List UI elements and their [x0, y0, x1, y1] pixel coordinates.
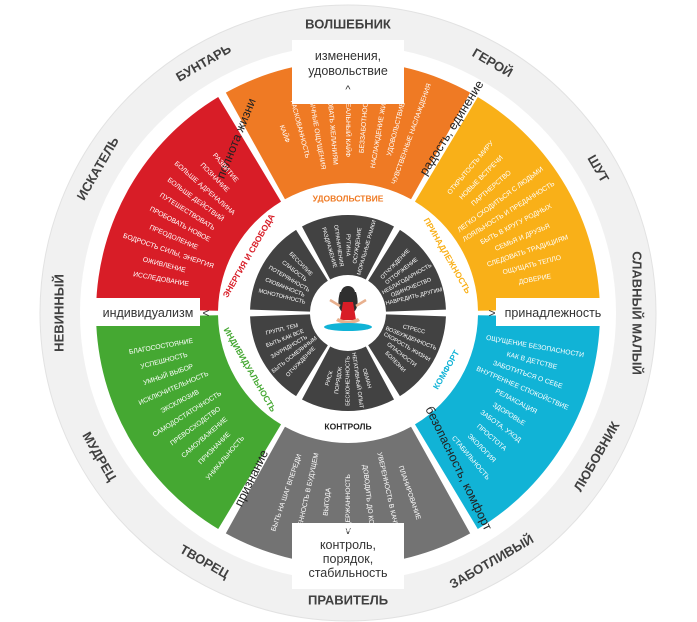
inner-item-orange: ОГРАНИЧЕНИЯ [332, 224, 344, 267]
sector-title-orange: УДОВОЛЬСТВИЕ [313, 193, 384, 203]
band-bottom [292, 523, 404, 589]
sector-energy-freedom [96, 96, 282, 311]
band-top [292, 40, 404, 104]
inner-item-orange: РУТИНА [345, 234, 351, 257]
arrow-down-icon: v [345, 525, 351, 537]
axis-label-right: > принадлежность [488, 306, 601, 320]
inner-item-grey: РИСК [325, 370, 335, 387]
band-right [496, 298, 614, 326]
band-left [82, 298, 200, 326]
arrow-up-icon: ^ [345, 84, 351, 96]
svg-text:индивидуализм: индивидуализм [103, 306, 194, 320]
inner-sector-orange [301, 215, 395, 280]
axis-label-bottom: v контроль, порядок, стабильность [308, 525, 387, 580]
sector-belonging [414, 96, 600, 311]
list-item-grey: СДЕРЖАННОСТЬ [345, 474, 352, 532]
inner-item-grey: ПОРЯДОК [334, 366, 344, 395]
arrow-right-icon: > [488, 306, 495, 320]
svg-text:принадлежность: принадлежность [505, 306, 602, 320]
inner-item-grey: БЕСКОНЕЧНОСТЬ [345, 356, 351, 406]
axis-label-left: индивидуализм < [103, 306, 210, 320]
inner-item-blue: СТРЕСС [402, 324, 426, 335]
inner-sector-grey [301, 346, 395, 412]
sector-pleasure [225, 60, 471, 200]
svg-text:порядок,: порядок, [323, 552, 374, 566]
archetype-innocent: НЕВИННЫЙ [51, 274, 66, 352]
archetype-everyman: СЛАВНЫЙ МАЛЫЙ [630, 251, 645, 375]
sector-individuality [96, 315, 282, 530]
archetype-ruler: ПРАВИТЕЛЬ [308, 592, 388, 607]
svg-text:контроль,: контроль, [320, 538, 376, 552]
meditating-woman-icon [324, 286, 372, 331]
sector-title-grey: КОНТРОЛЬ [324, 421, 371, 431]
inner-sector-red [250, 229, 328, 312]
sector-control [225, 426, 471, 565]
inner-item-orange: ОСУЖДЕНИЕ [352, 227, 363, 264]
inner-sector-blue [368, 314, 446, 397]
svg-text:изменения,: изменения, [315, 49, 381, 63]
inner-sector-yellow [368, 229, 446, 312]
sector-comfort [414, 315, 600, 530]
list-item-orange: НЕРЕАЛЬНЫЙ КАЙФ [344, 89, 353, 157]
svg-text:удовольствие: удовольствие [308, 64, 388, 78]
svg-text:стабильность: стабильность [308, 566, 387, 580]
archetype-magician: ВОЛШЕБНИК [305, 16, 391, 31]
inner-sector-green [250, 314, 328, 397]
list-item-grey: ВЫГОДА [322, 487, 332, 516]
axis-label-top: изменения, удовольствие ^ [308, 49, 388, 96]
inner-dark-sectors [250, 215, 446, 412]
arrow-left-icon: < [202, 306, 209, 320]
inner-item-grey: ОБМАН [361, 368, 372, 389]
